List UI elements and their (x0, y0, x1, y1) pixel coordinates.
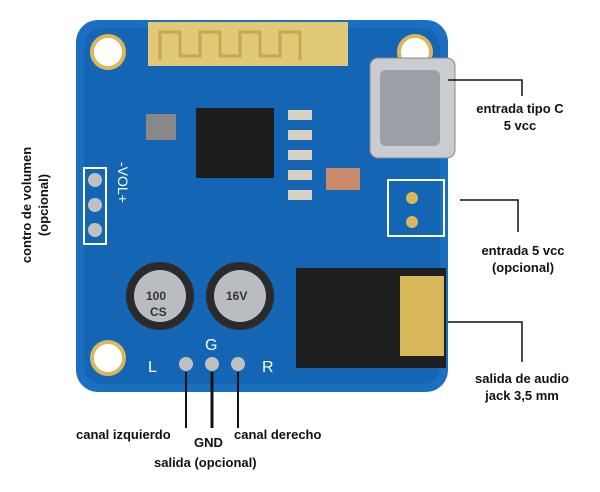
label-line: entrada tipo C (476, 101, 564, 116)
silk-vol: -VOL+ (115, 162, 131, 203)
antenna (148, 22, 348, 66)
label-left-channel: canal izquierdo (76, 427, 171, 442)
label-audio-out: salida de audio jack 3,5 mm (456, 370, 588, 404)
label-right-channel: canal derecho (234, 427, 322, 442)
label-output-optional: salida (opcional) (154, 455, 257, 470)
input-5v-pads (387, 179, 445, 237)
label-line: entrada 5 vcc (481, 243, 565, 258)
label-input-5v: entrada 5 vcc (opcional) (468, 242, 578, 276)
label-line: (opcional) (36, 173, 51, 237)
mount-hole (90, 340, 126, 376)
silk-right: R (262, 359, 274, 376)
cap-text: CS (150, 305, 167, 319)
label-line: 5 vcc (503, 118, 537, 133)
label-line: (opcional) (491, 260, 555, 275)
cap-text: 100 (146, 289, 166, 303)
label-volume: contro de volumen (opcional) (18, 120, 52, 290)
silk-left: L (148, 359, 157, 376)
cap-text: 16V (226, 289, 247, 303)
output-pins (179, 357, 245, 371)
label-line: jack 3,5 mm (485, 388, 559, 403)
mount-hole (90, 34, 126, 70)
sensor (146, 114, 176, 140)
chip (196, 108, 274, 178)
label-usb-c: entrada tipo C 5 vcc (460, 100, 580, 134)
capacitor (126, 262, 194, 330)
silk-gnd: G (205, 337, 217, 354)
capacitor (206, 262, 274, 330)
volume-pins (83, 167, 107, 245)
label-line: contro de volumen (19, 146, 34, 264)
label-gnd: GND (194, 435, 223, 450)
label-line: salida de audio (475, 371, 569, 386)
